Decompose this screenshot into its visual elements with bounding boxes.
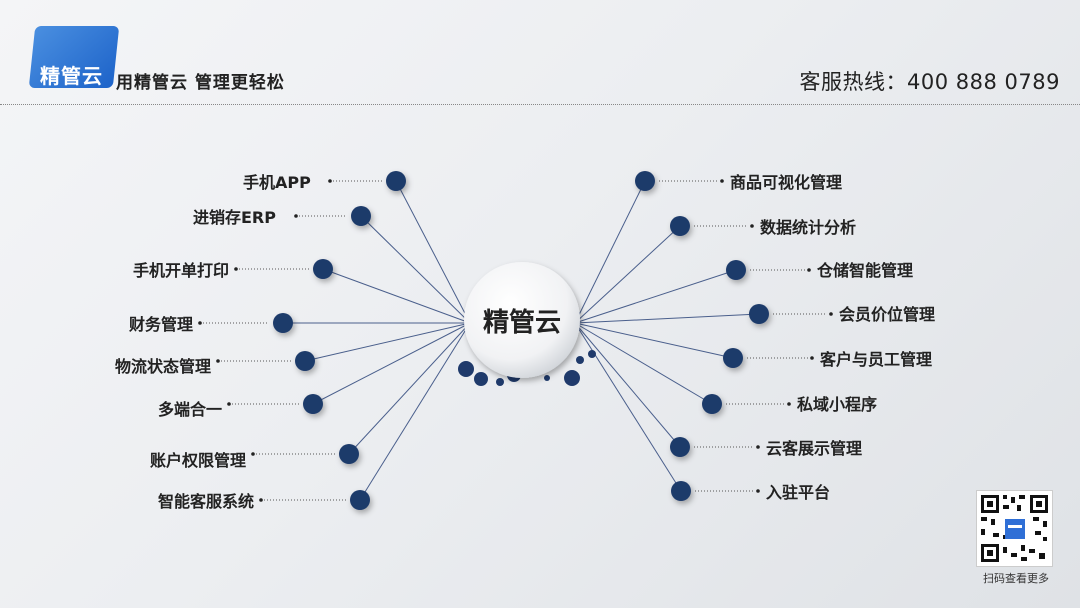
- left-node-5: [295, 351, 315, 371]
- right-item-label-5: 客户与员工管理: [820, 350, 933, 369]
- left-connector-7: [348, 322, 471, 455]
- qr-code-icon: [976, 490, 1053, 567]
- right-connector-2: [574, 225, 681, 324]
- decor-bubble-3: [496, 378, 504, 386]
- left-item-label-4: 财务管理: [129, 315, 194, 334]
- right-connector-6: [574, 322, 713, 405]
- decor-bubble-8: [576, 356, 584, 364]
- right-connector-4: [574, 313, 760, 324]
- right-leader-dot-5: [810, 356, 814, 360]
- decor-bubble-7: [564, 370, 580, 386]
- hotline: 客服热线：400 888 0789: [799, 70, 1060, 94]
- right-item-label-2: 数据统计分析: [760, 218, 857, 237]
- right-item-label-8: 入驻平台: [766, 483, 831, 502]
- left-item-label-6: 多端合一: [158, 400, 223, 419]
- left-connector-1: [395, 180, 471, 324]
- logo-text: 精管云: [40, 64, 103, 88]
- left-node-4: [273, 313, 293, 333]
- left-node-7: [339, 444, 359, 464]
- left-node-3: [313, 259, 333, 279]
- qr-caption: 扫码查看更多: [983, 572, 1049, 585]
- center-label: 精管云: [483, 308, 561, 338]
- decor-bubble-9: [588, 350, 596, 358]
- right-connector-5: [574, 322, 734, 359]
- decor-bubble-2: [474, 372, 488, 386]
- right-node-2: [670, 216, 690, 236]
- left-leader-dot-4: [198, 321, 202, 325]
- left-connector-2: [360, 215, 471, 324]
- right-item-label-6: 私域小程序: [797, 395, 878, 414]
- left-connector-6: [312, 322, 471, 405]
- right-item-label-7: 云客展示管理: [766, 439, 863, 458]
- left-item-label-8: 智能客服系统: [158, 492, 255, 511]
- decor-bubble-1: [458, 361, 474, 377]
- right-node-3: [726, 260, 746, 280]
- right-connector-8: [574, 322, 682, 492]
- left-item-label-2: 进销存ERP: [193, 208, 276, 227]
- right-connector-7: [574, 322, 681, 448]
- left-node-6: [303, 394, 323, 414]
- slogan: 用精管云 管理更轻松: [116, 73, 285, 93]
- center-hub: [464, 262, 580, 378]
- header-divider: [0, 104, 1080, 105]
- right-item-label-4: 会员价位管理: [839, 305, 936, 324]
- left-node-8: [350, 490, 370, 510]
- right-leader-dot-8: [756, 489, 760, 493]
- right-node-5: [723, 348, 743, 368]
- right-leader-dot-2: [750, 224, 754, 228]
- left-connector-8: [359, 322, 471, 501]
- right-node-4: [749, 304, 769, 324]
- right-leader-dot-4: [829, 312, 833, 316]
- left-item-label-5: 物流状态管理: [115, 357, 212, 376]
- left-leader-dot-6: [227, 402, 231, 406]
- left-node-2: [351, 206, 371, 226]
- left-leader-dot-7: [251, 452, 255, 456]
- left-leader-dot-3: [234, 267, 238, 271]
- right-item-label-3: 仓储智能管理: [817, 261, 914, 280]
- right-node-8: [671, 481, 691, 501]
- right-leader-dot-1: [720, 179, 724, 183]
- decor-bubble-6: [544, 375, 550, 381]
- right-item-label-1: 商品可视化管理: [730, 173, 843, 192]
- right-leader-dot-3: [807, 268, 811, 272]
- left-leader-dot-2: [294, 214, 298, 218]
- left-connector-3: [322, 268, 471, 324]
- right-connector-3: [574, 269, 737, 324]
- left-item-label-3: 手机开单打印: [133, 261, 230, 280]
- left-node-1: [386, 171, 406, 191]
- left-leader-dot-8: [259, 498, 263, 502]
- right-leader-dot-6: [787, 402, 791, 406]
- right-connector-1: [574, 180, 646, 324]
- right-node-1: [635, 171, 655, 191]
- right-node-7: [670, 437, 690, 457]
- left-item-label-7: 账户权限管理: [150, 451, 247, 470]
- left-connector-5: [304, 322, 471, 362]
- left-leader-dot-5: [216, 359, 220, 363]
- right-leader-dot-7: [756, 445, 760, 449]
- left-item-label-1: 手机APP: [243, 173, 311, 192]
- left-leader-dot-1: [328, 179, 332, 183]
- right-node-6: [702, 394, 722, 414]
